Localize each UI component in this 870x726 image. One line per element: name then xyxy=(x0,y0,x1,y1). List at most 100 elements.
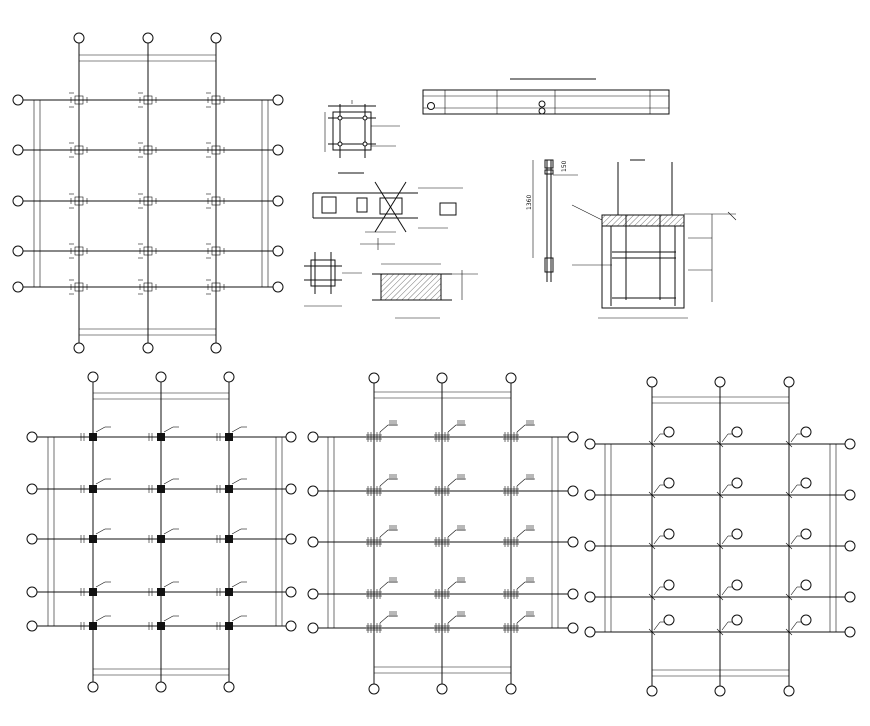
footing-tag-bubble xyxy=(800,579,812,591)
footing-mark xyxy=(648,491,656,499)
column-stump xyxy=(225,535,233,543)
grid-bubble xyxy=(307,536,319,548)
grid-bubble xyxy=(142,32,154,44)
grid-bubble xyxy=(285,533,297,545)
leader-line xyxy=(721,535,729,545)
grid-bubble xyxy=(155,371,167,383)
grid-bubble xyxy=(87,371,99,383)
column-mark xyxy=(74,196,84,206)
grid-bubble xyxy=(26,483,38,495)
leader-line xyxy=(231,426,242,433)
footing-mark xyxy=(785,593,793,601)
grid-bubble xyxy=(285,483,297,495)
grid-bubble xyxy=(567,588,579,600)
column-mark xyxy=(74,95,84,105)
grid-bubble xyxy=(584,489,596,501)
foundation-plan xyxy=(584,376,856,697)
column-section xyxy=(304,252,362,307)
leader-line xyxy=(231,528,242,535)
column-stump xyxy=(157,485,165,493)
grid-bubble xyxy=(223,371,235,383)
leader-line xyxy=(95,581,106,588)
grid-bubble xyxy=(436,372,448,384)
grid-bubble xyxy=(12,144,24,156)
column-stump xyxy=(225,485,233,493)
footing-tag-bubble xyxy=(663,614,675,626)
column-stump xyxy=(89,485,97,493)
base-plate-detail xyxy=(324,100,400,158)
footing-tag-bubble xyxy=(731,528,743,540)
leader-line xyxy=(447,615,457,624)
grid-bubble xyxy=(142,342,154,354)
grid-bubble xyxy=(368,372,380,384)
leader-line xyxy=(790,535,798,545)
grid-bubble xyxy=(12,195,24,207)
leader-line xyxy=(653,535,661,545)
leader-line xyxy=(516,478,526,487)
footing-tag-bubble xyxy=(731,614,743,626)
grid-bubble xyxy=(73,342,85,354)
leader-line xyxy=(231,615,242,622)
grid-bubble xyxy=(26,533,38,545)
grid-bubble xyxy=(584,438,596,450)
grid-bubble xyxy=(12,281,24,293)
footing-tag-bubble xyxy=(800,426,812,438)
column-stump xyxy=(89,535,97,543)
leader-line xyxy=(790,621,798,631)
leader-line xyxy=(653,433,661,443)
footing-mark xyxy=(716,491,724,499)
leader-line xyxy=(653,586,661,596)
footing-tag-bubble xyxy=(663,528,675,540)
grid-bubble xyxy=(285,431,297,443)
leader-line xyxy=(721,586,729,596)
leader-line xyxy=(163,581,174,588)
column-stump xyxy=(157,433,165,441)
anchor-bolt-length-label: 1360 xyxy=(526,195,533,210)
footing-mark xyxy=(648,593,656,601)
leader-line xyxy=(721,621,729,631)
column-stump xyxy=(89,622,97,630)
column-mark xyxy=(74,282,84,292)
leader-line xyxy=(95,528,106,535)
grid-bubble xyxy=(567,485,579,497)
joint-detail xyxy=(312,172,463,250)
footing-tag-bubble xyxy=(800,477,812,489)
column-mark xyxy=(211,145,221,155)
grid-bubble xyxy=(783,685,795,697)
grid-bubble xyxy=(210,342,222,354)
column-stump xyxy=(157,622,165,630)
grid-bubble xyxy=(223,681,235,693)
leader-line xyxy=(379,581,389,590)
grid-bubble xyxy=(12,94,24,106)
column-stump xyxy=(89,588,97,596)
leader-line xyxy=(790,586,798,596)
leader-line xyxy=(95,615,106,622)
grid-bubble xyxy=(26,431,38,443)
grid-bubble xyxy=(584,591,596,603)
grid-bubble xyxy=(584,540,596,552)
footing-mark xyxy=(716,542,724,550)
grid-bubble xyxy=(307,588,319,600)
footing-mark xyxy=(785,440,793,448)
column-mark xyxy=(143,282,153,292)
leader-line xyxy=(163,615,174,622)
anchor-bolt-detail: 1360 150 xyxy=(526,159,578,282)
footing-tag-bubble xyxy=(663,579,675,591)
grid-bubble xyxy=(272,245,284,257)
leader-line xyxy=(447,478,457,487)
footing-tag-bubble xyxy=(800,614,812,626)
leader-line xyxy=(721,484,729,494)
leader-line xyxy=(379,478,389,487)
footing-mark xyxy=(785,491,793,499)
column-stump xyxy=(157,588,165,596)
grid-bubble xyxy=(646,376,658,388)
leader-line xyxy=(516,529,526,538)
grid-bubble xyxy=(272,195,284,207)
grid-bubble xyxy=(272,144,284,156)
footing-tag-bubble xyxy=(663,477,675,489)
grid-bubble xyxy=(210,32,222,44)
column-mark xyxy=(74,145,84,155)
grid-bubble xyxy=(567,622,579,634)
grid-bubble xyxy=(844,489,856,501)
